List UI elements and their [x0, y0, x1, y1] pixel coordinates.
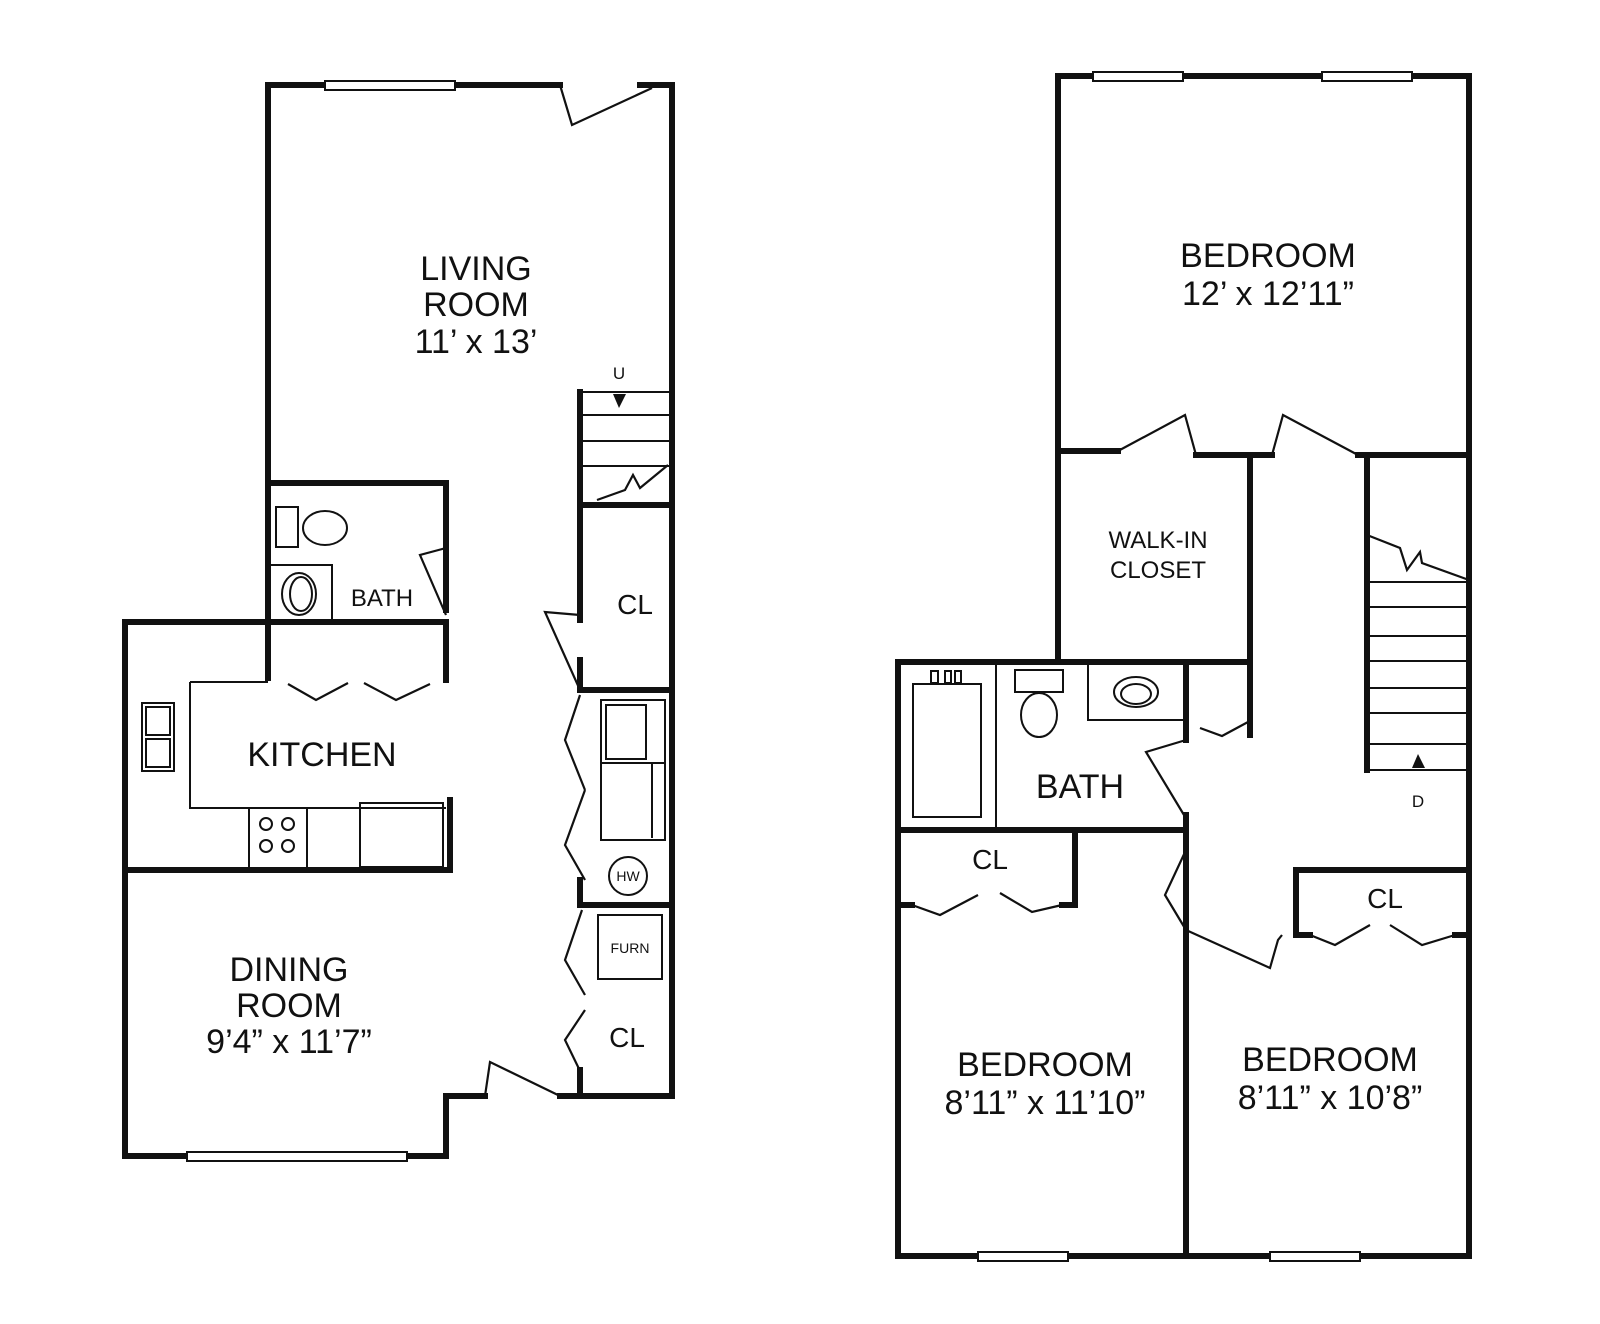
living-room-label: LIVING [420, 250, 531, 288]
master-bedroom-door [1270, 413, 1359, 456]
closet-left-bifold-door [911, 892, 1063, 917]
dining-room-label: DINING [230, 951, 349, 989]
bath-door [418, 546, 448, 616]
toilet-icon [302, 510, 348, 546]
window-master-left [1092, 71, 1184, 82]
washer-icon [600, 699, 666, 841]
bedroom-left-door [1163, 849, 1187, 931]
toilet-tank-upstairs [1014, 669, 1064, 693]
furnace-icon [597, 914, 663, 980]
furnace-label: FURN [611, 940, 650, 956]
walk-in-closet-label: WALK-IN [1108, 527, 1207, 554]
linen-closet-door [1199, 721, 1249, 738]
dining-room-dimensions: 9’4” x 11’7” [206, 1023, 372, 1061]
window-master-right [1321, 71, 1413, 82]
closet-left-label: CL [972, 844, 1008, 875]
water-heater-icon [608, 856, 648, 896]
toilet-icon-upstairs [1020, 692, 1058, 738]
stairs-down [1366, 533, 1470, 771]
master-bedroom-dimensions: 12’ x 12’11” [1182, 275, 1354, 313]
water-heater-label: HW [616, 868, 640, 884]
window-dining-room [186, 1151, 408, 1162]
bedroom-right-door [1185, 928, 1283, 970]
toilet-tank [275, 506, 299, 548]
first-floor-bath-label: BATH [351, 585, 413, 612]
living-room-dimensions: 11’ x 13’ [415, 323, 538, 361]
kitchen-sink-icon [141, 702, 175, 772]
first-floor-plan: U HW FURN LIVING [122, 80, 675, 1162]
upstairs-bath-label: BATH [1036, 768, 1124, 806]
stove-icon [248, 807, 308, 871]
refrigerator-icon [359, 802, 444, 868]
stairs-down-label: D [1412, 792, 1424, 811]
kitchen-bifold-door [287, 682, 431, 702]
front-door [558, 84, 653, 127]
window-bedroom-left [977, 1251, 1069, 1262]
closet-right-bifold-door [1309, 924, 1456, 947]
dining-room-door [483, 1060, 561, 1097]
stairs-up-label: U [613, 364, 625, 383]
bathtub-icon [912, 683, 982, 818]
walk-in-closet-door [1117, 413, 1198, 456]
svg-text:ROOM: ROOM [423, 286, 529, 324]
closet-right-label: CL [1367, 883, 1403, 914]
bedroom-right-label: BEDROOM [1242, 1041, 1418, 1079]
window-living-room [324, 80, 456, 91]
master-bedroom-label: BEDROOM [1180, 237, 1356, 275]
closet-upper-label: CL [617, 589, 653, 620]
closet-door-upper [543, 610, 582, 691]
svg-text:CLOSET: CLOSET [1110, 557, 1206, 584]
bedroom-right-dimensions: 8’11” x 10’8” [1238, 1079, 1423, 1117]
second-floor-plan: D BEDROOM 12’ x 12’11” WALK-IN CLOSET BA… [895, 71, 1472, 1262]
bedroom-left-dimensions: 8’11” x 11’10” [945, 1084, 1146, 1122]
upstairs-bath-door [1144, 738, 1187, 816]
closet-lower-label: CL [609, 1022, 645, 1053]
kitchen-label: KITCHEN [247, 736, 396, 774]
svg-text:ROOM: ROOM [236, 987, 342, 1025]
bedroom-left-label: BEDROOM [957, 1046, 1133, 1084]
stairs-up [577, 389, 672, 508]
window-bedroom-right [1269, 1251, 1361, 1262]
